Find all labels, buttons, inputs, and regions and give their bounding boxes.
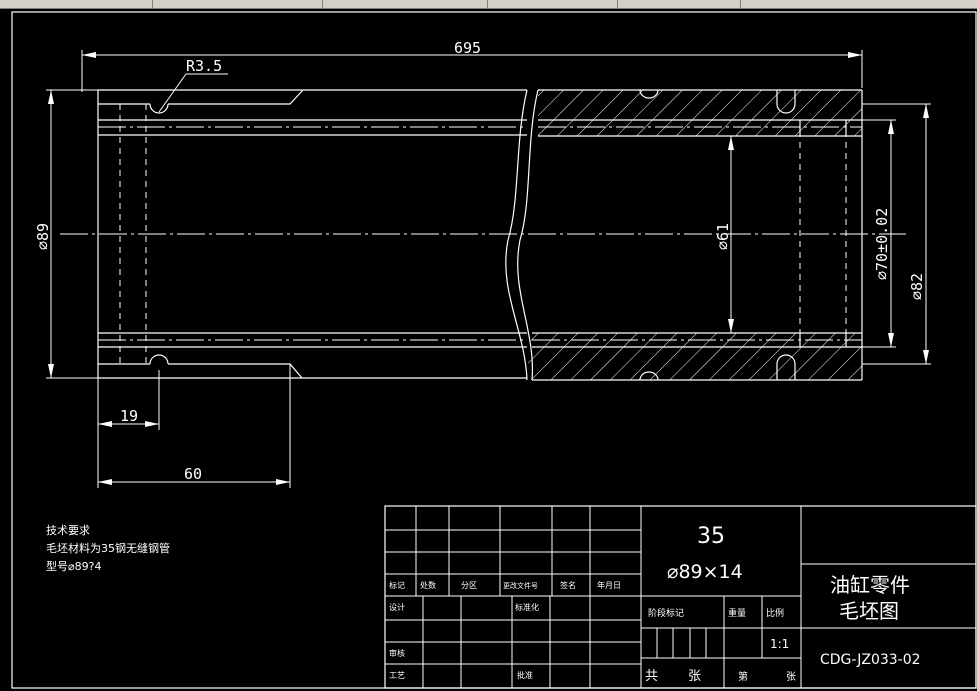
right-bottom-groove-1 <box>639 371 659 381</box>
toolbar-separator <box>740 0 741 8</box>
toolbar-separator <box>322 0 323 8</box>
arrowhead <box>98 479 112 485</box>
top-chamfer-line <box>168 89 304 105</box>
dimensions: 695 ⌀89 ⌀61 ⌀70±0.02 ⌀82 19 <box>34 39 931 488</box>
label-mark: 标记 <box>389 580 405 590</box>
toolbar-separator <box>152 0 153 8</box>
arrowhead <box>728 319 734 333</box>
arrowhead <box>276 479 290 485</box>
dim-60-label: 60 <box>184 465 202 483</box>
arrowhead <box>923 104 929 118</box>
arrowhead <box>728 136 734 150</box>
bottom-groove-arc <box>149 354 169 365</box>
break-line-left <box>505 89 528 381</box>
label-sheet: 张 <box>786 671 796 683</box>
label-total: 共 <box>645 669 658 684</box>
dim-82-label: ⌀82 <box>908 273 926 300</box>
r35-leader <box>158 73 187 113</box>
notes-title: 技术要求 <box>46 524 90 537</box>
tube-part: R3.5 <box>60 57 906 381</box>
dim-61-label: ⌀61 <box>714 223 732 250</box>
top-section-hatch <box>538 90 862 136</box>
dim-89-label: ⌀89 <box>34 223 52 250</box>
label-weight: 重量 <box>728 607 746 619</box>
right-top-groove-1 <box>639 89 659 99</box>
window-top-bar <box>0 0 977 9</box>
toolbar-separator <box>487 0 488 8</box>
arrowhead <box>48 90 54 104</box>
label-standardize: 标准化 <box>515 602 539 612</box>
arrowhead <box>888 120 894 134</box>
right-bottom-groove-2 <box>776 354 796 380</box>
notes-line-1: 毛坯材料为35钢无缝钢管 <box>46 541 170 555</box>
label-process: 工艺 <box>389 671 405 680</box>
arrowhead <box>888 333 894 347</box>
label-sheets: 张 <box>688 669 701 684</box>
top-groove-arc <box>149 103 169 114</box>
arrowhead <box>923 350 929 364</box>
info-grid <box>641 506 976 688</box>
scale-value: 1:1 <box>770 637 789 651</box>
arrowhead <box>848 52 862 58</box>
toolbar-separator <box>617 0 618 8</box>
label-sheet-no: 第 <box>738 670 748 683</box>
dim-695-label: 695 <box>454 39 481 57</box>
label-scale: 比例 <box>766 607 784 619</box>
label-signature: 签名 <box>560 580 576 590</box>
right-step-ticks <box>799 120 847 347</box>
label-count: 处数 <box>420 580 436 590</box>
notes-line-2: 型号⌀89?4 <box>46 559 101 573</box>
label-zone: 分区 <box>461 581 477 590</box>
material-value: 35 <box>697 524 725 549</box>
label-review: 审核 <box>389 648 405 658</box>
title-block-frame <box>384 505 977 689</box>
arrowhead <box>145 421 159 427</box>
part-name-line-2: 毛坯图 <box>839 599 899 623</box>
arrowhead <box>82 52 96 58</box>
bottom-section-hatch <box>526 333 862 380</box>
arrowhead <box>48 364 54 378</box>
stock-size-value: ⌀89×14 <box>667 561 743 583</box>
dim-70-label: ⌀70±0.02 <box>873 208 891 280</box>
label-stage-mark: 阶段标记 <box>648 607 684 619</box>
drawing-number: CDG-JZ033-02 <box>820 652 921 668</box>
bottom-chamfer-line <box>168 363 303 379</box>
title-block: 标记 处数 分区 更改文件号 签名 年月日 设计 标准化 审核 工艺 批准 阶段… <box>384 505 977 689</box>
technical-notes: 技术要求 毛坯材料为35钢无缝钢管 型号⌀89?4 <box>46 524 170 573</box>
part-name-line-1: 油缸零件 <box>830 573 910 597</box>
label-approve: 批准 <box>517 670 533 680</box>
r35-label: R3.5 <box>186 57 222 75</box>
break-line-right <box>517 89 539 381</box>
right-top-groove-2 <box>776 90 796 114</box>
label-change-doc: 更改文件号 <box>503 581 538 590</box>
dim-19-label: 19 <box>120 407 138 425</box>
label-date: 年月日 <box>597 580 621 590</box>
label-design: 设计 <box>389 602 405 612</box>
arrowhead <box>98 421 112 427</box>
revision-grid <box>385 506 642 688</box>
